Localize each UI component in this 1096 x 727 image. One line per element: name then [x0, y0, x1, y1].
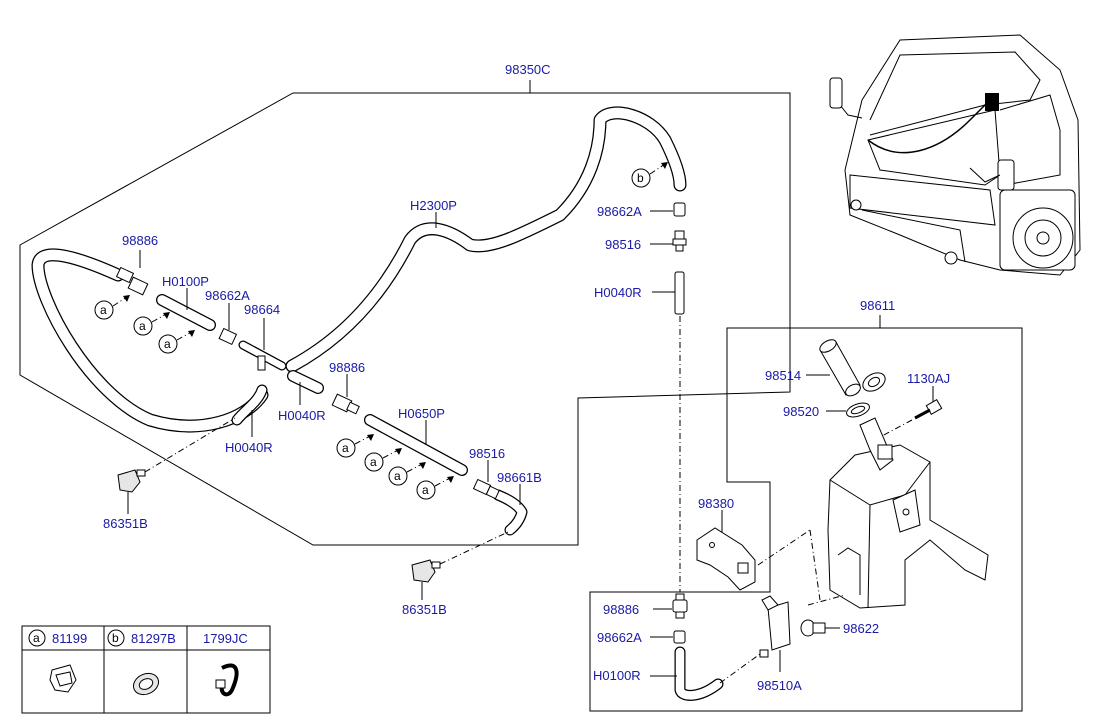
reservoir-assembly-outline — [589, 315, 1023, 712]
connector-98516-top[interactable] — [672, 230, 687, 252]
nozzle-86351B-mid[interactable] — [411, 559, 441, 600]
bracket-98380[interactable] — [696, 527, 756, 591]
label-98514[interactable]: 98514 — [765, 368, 801, 383]
connector-98886-left[interactable] — [115, 266, 149, 296]
hose-H0650P[interactable] — [364, 414, 468, 476]
legend-table: a 81199 b 81297B 1799JC — [21, 625, 271, 714]
label-86351B-left[interactable]: 86351B — [103, 516, 148, 531]
hose-H2300P[interactable] — [31, 106, 687, 433]
hose-H0040R-mid[interactable] — [287, 370, 324, 394]
svg-text:1799JC: 1799JC — [203, 631, 248, 646]
svg-text:a: a — [370, 455, 377, 469]
callout-b: b — [631, 161, 669, 188]
svg-text:a: a — [139, 319, 146, 333]
label-98611[interactable]: 98611 — [860, 298, 895, 313]
callout-a-2: a — [133, 311, 171, 336]
connector-98664-tee[interactable] — [238, 340, 287, 371]
hose-H0040R-top[interactable] — [674, 271, 685, 315]
connector-98516-mid[interactable] — [472, 478, 500, 500]
hose-H0100P[interactable] — [156, 294, 216, 331]
callout-a-3: a — [158, 329, 196, 354]
svg-text:b: b — [637, 171, 644, 185]
washer-reservoir-tank[interactable] — [827, 417, 989, 609]
clip-icon — [49, 664, 77, 693]
label-98886-mid[interactable]: 98886 — [329, 360, 365, 375]
label-1130AJ[interactable]: 1130AJ — [907, 371, 950, 386]
label-H2300P[interactable]: H2300P — [410, 198, 457, 213]
connector-98662A-top[interactable] — [673, 202, 686, 217]
label-98510A[interactable]: 98510A — [757, 678, 802, 693]
svg-text:b: b — [112, 631, 119, 645]
label-H0040R-top[interactable]: H0040R — [594, 285, 642, 300]
label-86351B-mid[interactable]: 86351B — [402, 602, 447, 617]
connector-98886-mid[interactable] — [331, 393, 360, 415]
label-98516-mid[interactable]: 98516 — [469, 446, 505, 461]
label-H0040R-mid[interactable]: H0040R — [278, 408, 326, 423]
hose-assembly-outline — [19, 80, 791, 546]
svg-text:a: a — [100, 303, 107, 317]
filler-neck-98514[interactable] — [818, 337, 889, 398]
label-98520[interactable]: 98520 — [783, 404, 819, 419]
label-98662A-bottom[interactable]: 98662A — [597, 630, 642, 645]
hose-H0040R-left[interactable] — [231, 384, 268, 426]
svg-text:a: a — [394, 469, 401, 483]
label-H0100R-bottom[interactable]: H0100R — [593, 668, 641, 683]
label-98516-top[interactable]: 98516 — [605, 237, 641, 252]
callout-a-6: a — [388, 461, 427, 486]
label-98380[interactable]: 98380 — [698, 496, 734, 511]
connector-98662A-mid[interactable] — [218, 327, 238, 346]
hose-H0100R-bottom[interactable] — [674, 646, 724, 701]
label-98664[interactable]: 98664 — [244, 302, 280, 317]
grommet-98622[interactable] — [800, 619, 826, 637]
seal-98520[interactable] — [845, 400, 872, 419]
grommet-icon — [132, 672, 160, 696]
label-98622[interactable]: 98622 — [843, 621, 879, 636]
label-98662A-top[interactable]: 98662A — [597, 204, 642, 219]
bolt-1130AJ[interactable] — [914, 398, 943, 420]
nozzle-86351B-left[interactable] — [117, 469, 146, 512]
label-98886-bottom[interactable]: 98886 — [603, 602, 639, 617]
truck-illustration — [829, 34, 1081, 276]
svg-text:a: a — [342, 441, 349, 455]
legend-cell-81297B: b 81297B — [107, 629, 176, 696]
legend-cell-81199: a 81199 — [28, 629, 87, 693]
svg-text:81199: 81199 — [52, 631, 87, 646]
connector-98886-bottom[interactable] — [672, 593, 688, 619]
label-H0650P[interactable]: H0650P — [398, 406, 445, 421]
washer-pump-98510A[interactable] — [759, 595, 791, 672]
label-H0040R-left[interactable]: H0040R — [225, 440, 273, 455]
svg-text:a: a — [422, 483, 429, 497]
callout-a-5: a — [364, 447, 403, 472]
callout-a-7: a — [416, 475, 455, 500]
label-98662A-mid[interactable]: 98662A — [205, 288, 250, 303]
callout-a-4: a — [336, 433, 375, 458]
svg-text:a: a — [164, 337, 171, 351]
label-H0100P[interactable]: H0100P — [162, 274, 209, 289]
cable-tie-icon — [215, 663, 239, 697]
legend-cell-1799JC: 1799JC — [203, 631, 248, 697]
label-98350C[interactable]: 98350C — [505, 62, 551, 77]
callout-a-1: a — [94, 294, 131, 320]
svg-text:a: a — [33, 631, 40, 645]
svg-text:81297B: 81297B — [131, 631, 176, 646]
connector-98662A-bottom[interactable] — [673, 630, 686, 644]
label-98661B[interactable]: 98661B — [497, 470, 542, 485]
hose-98661B[interactable] — [492, 489, 528, 536]
label-98886-left[interactable]: 98886 — [122, 233, 158, 248]
